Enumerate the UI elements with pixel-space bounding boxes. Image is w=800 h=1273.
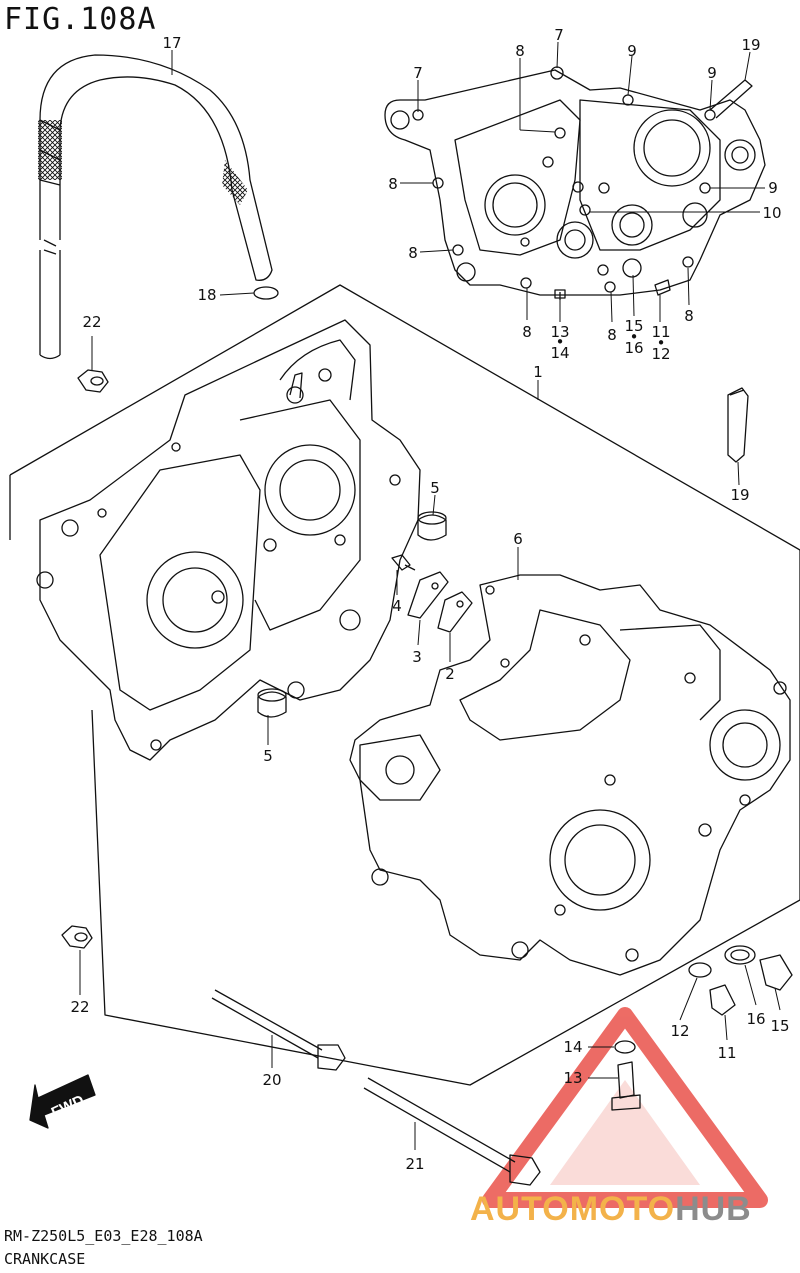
callout-19: 19: [741, 36, 760, 54]
callout-16: 16: [624, 339, 643, 357]
callout-15: 15: [624, 317, 643, 335]
callout-9: 9: [768, 179, 778, 197]
callout-8: 8: [684, 307, 694, 325]
callout-labels: 17 7 7 8 9 19 9 8 9 10 8 8 13 14 8 15 16…: [70, 26, 789, 1173]
callout-21: 21: [405, 1155, 424, 1173]
dot-separator: •: [556, 333, 565, 351]
dot-separator: •: [630, 328, 639, 346]
crankcase-assembly-outline: [9, 284, 800, 1086]
callout-22: 22: [82, 313, 101, 331]
callout-11: 11: [717, 1044, 736, 1062]
callout-18: 18: [197, 286, 216, 304]
watermark-logo: AUTOMOTOHUB: [470, 1190, 752, 1229]
callout-12: 12: [670, 1022, 689, 1040]
fwd-label-icon: FWD: [49, 1092, 87, 1122]
parts-small: [61, 286, 793, 1186]
crankcase-left-half: [349, 574, 791, 976]
callout-10: 10: [762, 204, 781, 222]
callout-20: 20: [262, 1071, 281, 1089]
watermark-triangle: [482, 1007, 768, 1208]
callout-13: 13: [563, 1069, 582, 1087]
callout-22: 22: [70, 998, 89, 1016]
fwd-label-container: FWD: [28, 1075, 108, 1139]
callout-9: 9: [627, 42, 637, 60]
callout-5: 5: [430, 479, 440, 497]
callout-2: 2: [445, 665, 455, 683]
callout-13: 13: [550, 323, 569, 341]
leader-lines: [79, 41, 781, 1150]
callout-7: 7: [554, 26, 564, 44]
breather-hose-17: [38, 54, 273, 360]
callout-16: 16: [746, 1010, 765, 1028]
callout-8: 8: [522, 323, 532, 341]
callout-8: 8: [607, 326, 617, 344]
dot-separator: •: [657, 334, 666, 352]
callout-6: 6: [513, 530, 523, 548]
callout-17: 17: [162, 34, 181, 52]
callout-8: 8: [408, 244, 418, 262]
callout-1: 1: [533, 363, 543, 381]
callout-11: 11: [651, 323, 670, 341]
callout-8: 8: [388, 175, 398, 193]
fwd-label: FWD: [49, 1092, 87, 1122]
callout-7: 7: [413, 64, 423, 82]
callout-4: 4: [392, 597, 402, 615]
watermark-text-secondary: HUB: [675, 1190, 752, 1228]
fwd-arrow: [29, 1074, 96, 1129]
callout-8: 8: [515, 42, 525, 60]
figure-title: FIG.108A: [4, 2, 157, 37]
callout-14: 14: [550, 344, 569, 362]
callout-3: 3: [412, 648, 422, 666]
section-name: CRANKCASE: [4, 1250, 86, 1268]
callout-14: 14: [563, 1038, 582, 1056]
callout-12: 12: [651, 345, 670, 363]
watermark-text-primary: AUTOMOTO: [470, 1190, 676, 1228]
callout-15: 15: [770, 1017, 789, 1035]
crankcase-left-half-view: [384, 66, 766, 300]
crankcase-right-half: [36, 319, 421, 761]
callout-5: 5: [263, 747, 273, 765]
model-code: RM-Z250L5_E03_E28_108A: [4, 1227, 203, 1245]
callout-19: 19: [730, 486, 749, 504]
callout-9: 9: [707, 64, 717, 82]
